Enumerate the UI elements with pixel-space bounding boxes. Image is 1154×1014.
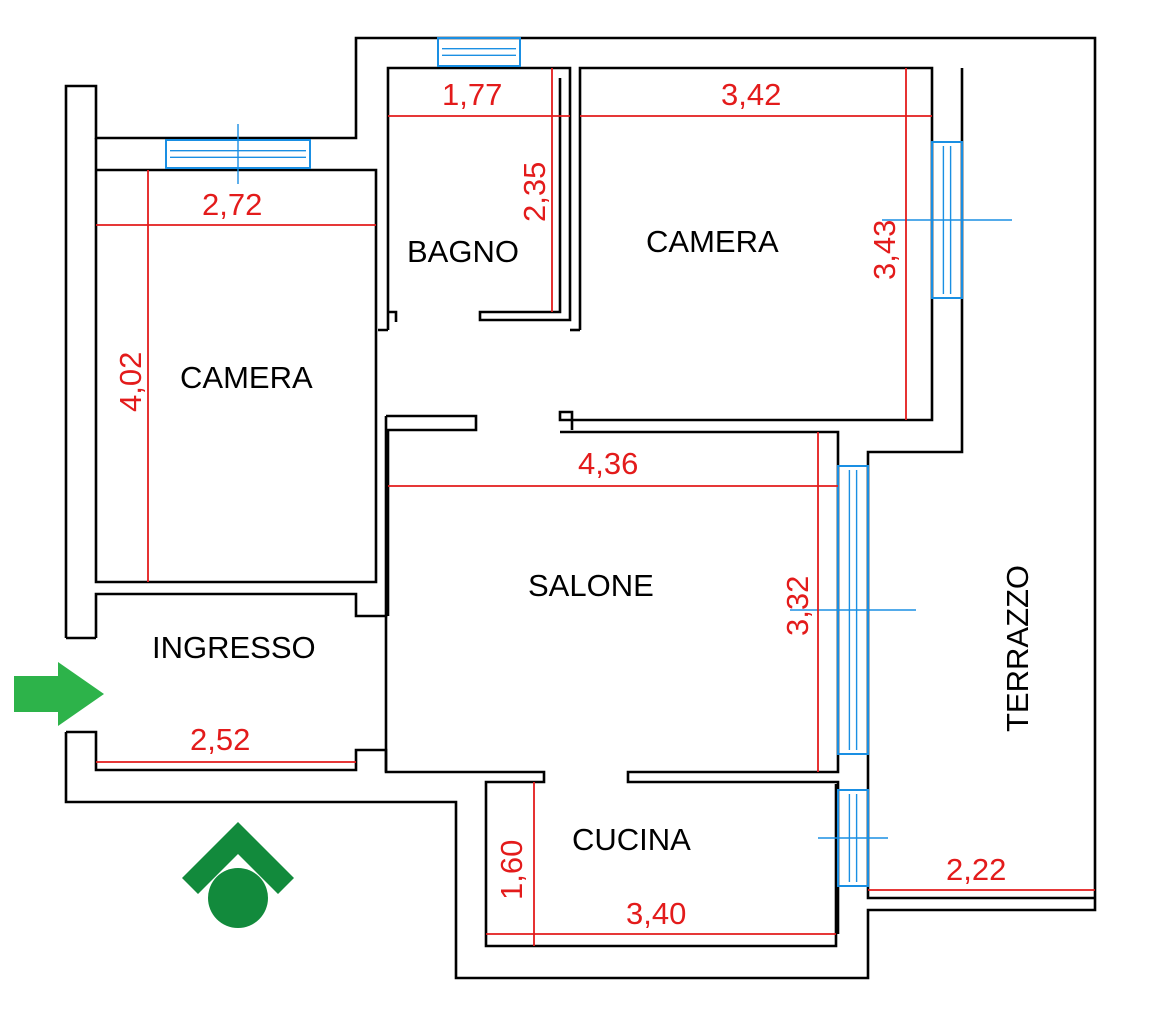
dim-label-camera-left-height: 4,02: [113, 352, 148, 412]
room-label-ingresso: INGRESSO: [152, 630, 316, 665]
room-label-terrazzo: TERRAZZO: [1000, 565, 1035, 732]
window-kitchen: [818, 789, 888, 887]
window-living: [790, 465, 916, 755]
window-right-bedroom: [882, 141, 1012, 299]
dimension-lines: [96, 68, 1095, 946]
window-bathroom: [437, 37, 521, 67]
bathroom-jamb: [378, 310, 398, 332]
room-label-bagno: BAGNO: [407, 234, 519, 269]
bathroom-wall: [386, 66, 572, 330]
room-label-cucina: CUCINA: [572, 822, 691, 857]
room-label-camera-right: CAMERA: [646, 224, 779, 259]
window-left-bedroom: [165, 124, 311, 184]
dim-label-ingresso-width: 2,52: [190, 722, 250, 757]
entrance-arrow-icon: [14, 662, 104, 726]
dim-label-camera-right-width: 3,42: [721, 77, 781, 112]
kitchen-wall: [384, 616, 838, 948]
windows: [165, 37, 1012, 887]
dim-label-cucina-width: 3,40: [626, 896, 686, 931]
dim-label-salone-width: 4,36: [578, 446, 638, 481]
dim-label-salone-height: 3,32: [780, 576, 815, 636]
outer-wall-top: [64, 36, 1097, 980]
dim-label-terrazzo-width: 2,22: [946, 852, 1006, 887]
right-bedroom-wall: [558, 66, 934, 430]
dim-label-cucina-height: 1,60: [494, 840, 529, 900]
dim-label-camera-right-height: 3,43: [867, 220, 902, 280]
agency-logo-icon: [182, 822, 294, 928]
terrace-wall: [866, 68, 1095, 900]
dim-label-bagno-height: 2,35: [517, 162, 552, 222]
corridor-wall: [386, 414, 478, 616]
entrance-bottom-wall: [66, 730, 388, 772]
room-label-salone: SALONE: [528, 568, 654, 603]
living-right-wall: [560, 430, 840, 934]
dim-label-camera-left-width: 2,72: [202, 187, 262, 222]
left-bedroom-wall: [94, 416, 388, 638]
room-label-camera-left: CAMERA: [180, 360, 313, 395]
left-bedroom-inner: [94, 138, 378, 584]
dim-label-bagno-width: 1,77: [442, 77, 502, 112]
